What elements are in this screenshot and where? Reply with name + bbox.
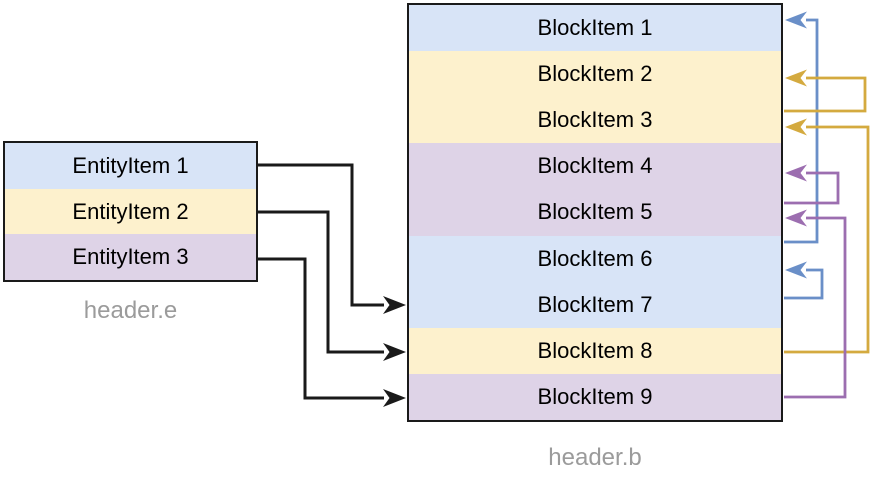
block-row-8: BlockItem 8 <box>409 327 781 374</box>
block-row-7: BlockItem 7 <box>409 281 781 328</box>
block-row-4: BlockItem 4 <box>409 143 781 190</box>
connector-block8-to-block3 <box>784 118 870 354</box>
block-row-6: BlockItem 6 <box>409 235 781 282</box>
connector-block5-to-block4 <box>784 164 840 205</box>
connector-block7-to-block6 <box>784 261 824 300</box>
connector-block9-to-block5 <box>784 209 847 399</box>
connector-entity1-to-block7 <box>258 163 406 314</box>
connector-entity2-to-block8 <box>258 210 406 361</box>
connector-block6-to-block1 <box>784 11 819 244</box>
block-row-1: BlockItem 1 <box>409 5 781 52</box>
block-row-5: BlockItem 5 <box>409 189 781 236</box>
block-row-9: BlockItem 9 <box>409 373 781 420</box>
connector-block3-to-block2 <box>784 69 867 113</box>
block-table-caption: header.b <box>548 444 642 471</box>
block-row-2: BlockItem 2 <box>409 51 781 98</box>
entity-row-1: EntityItem 1 <box>5 143 256 189</box>
entity-row-2: EntityItem 2 <box>5 188 256 235</box>
block-table: BlockItem 1 BlockItem 2 BlockItem 3 Bloc… <box>407 3 783 422</box>
connector-entity3-to-block9 <box>258 257 406 407</box>
entity-table: EntityItem 1 EntityItem 2 EntityItem 3 <box>3 141 258 282</box>
entity-table-caption: header.e <box>83 297 178 324</box>
block-row-3: BlockItem 3 <box>409 97 781 144</box>
entity-row-3: EntityItem 3 <box>5 234 256 281</box>
